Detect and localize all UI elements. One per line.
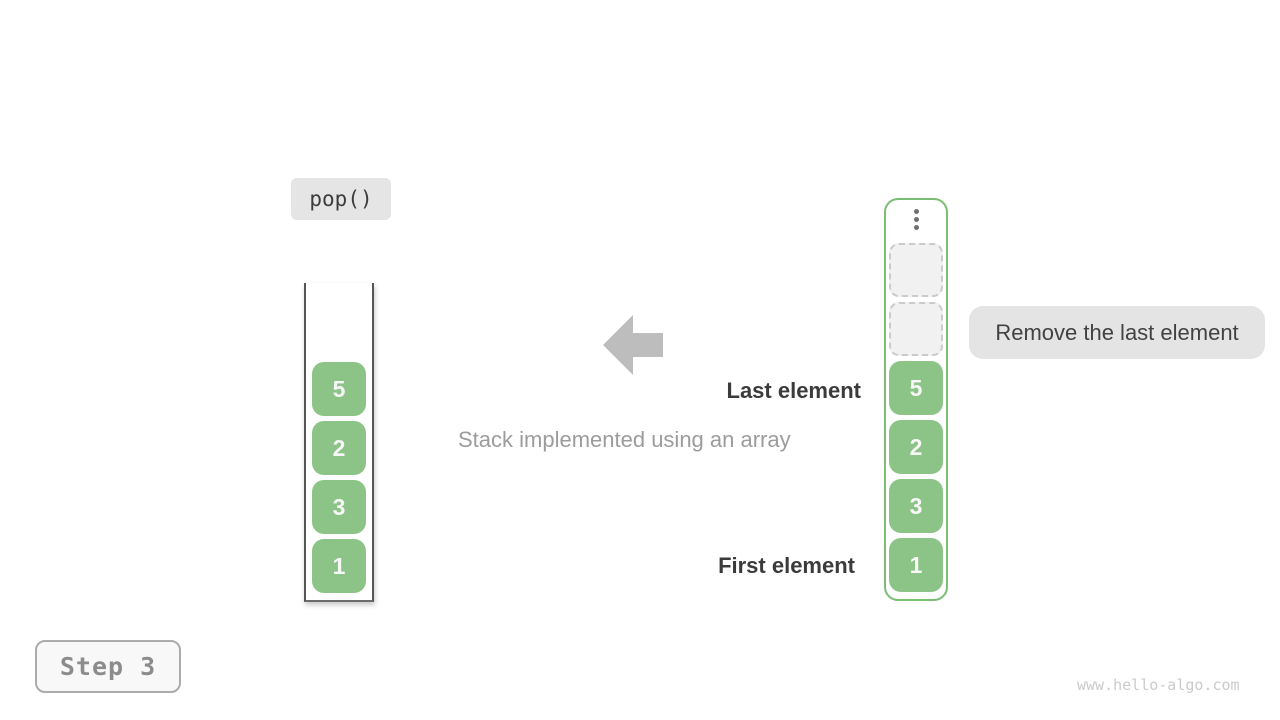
array-item: 1 — [889, 538, 943, 592]
stack-item: 1 — [312, 539, 366, 593]
array-item: 3 — [889, 479, 943, 533]
vertical-ellipsis-icon — [913, 209, 919, 230]
stack-item: 3 — [312, 480, 366, 534]
array-empty-slot — [889, 243, 943, 297]
stack-item: 2 — [312, 421, 366, 475]
array-empty-slots — [889, 243, 943, 356]
diagram-caption: Stack implemented using an array — [458, 427, 791, 452]
step-badge: Step 3 — [35, 640, 181, 693]
stack-item: 5 — [312, 362, 366, 416]
last-element-label: Last element — [726, 378, 862, 403]
first-element-label: First element — [718, 553, 855, 578]
remove-note-label: Remove the last element — [969, 306, 1265, 359]
array-item: 5 — [889, 361, 943, 415]
left-arrow-icon — [603, 315, 663, 375]
operation-label: pop() — [291, 178, 391, 220]
array-item: 2 — [889, 420, 943, 474]
watermark: www.hello-algo.com — [1077, 676, 1240, 694]
array-empty-slot — [889, 302, 943, 356]
